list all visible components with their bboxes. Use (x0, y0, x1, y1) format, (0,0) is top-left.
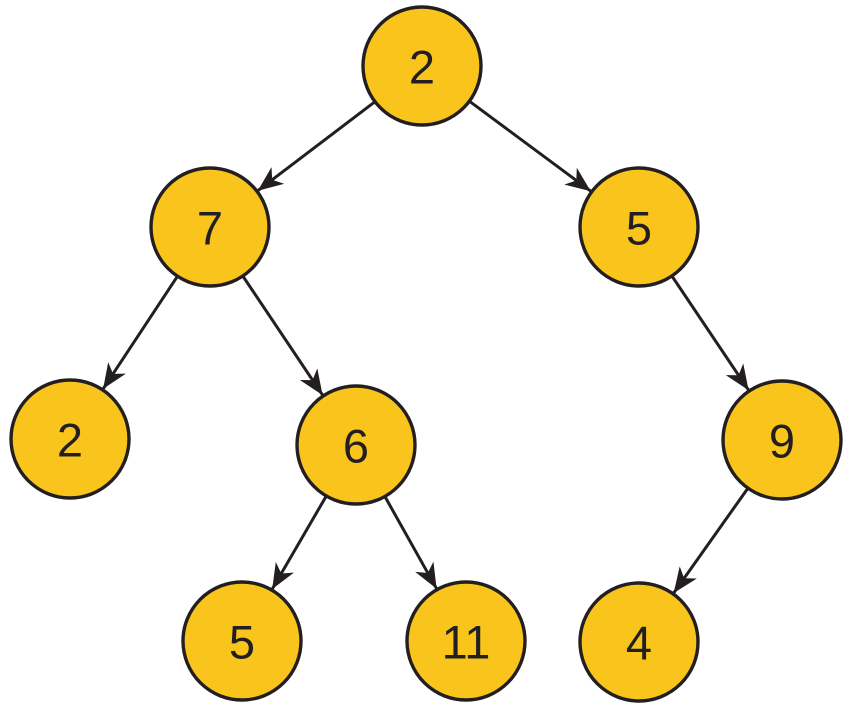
node-label: 2 (409, 41, 435, 94)
tree-node-n4: 4 (578, 581, 700, 703)
node-circle (361, 5, 483, 127)
node-label: 7 (197, 202, 223, 255)
node-circle (295, 384, 417, 506)
node-circle (578, 166, 700, 288)
nodes-layer: 2 7 5 2 6 9 5 11 4 (9, 5, 843, 703)
node-circle (405, 580, 527, 702)
tree-node-n2-leaf: 2 (9, 378, 131, 500)
node-label: 5 (626, 202, 652, 255)
node-label: 4 (626, 617, 652, 670)
node-circle (578, 581, 700, 703)
node-label: 2 (57, 414, 83, 467)
tree-edge-n5-to-n9 (670, 275, 750, 392)
node-circle (721, 379, 843, 501)
tree-node-root: 2 (361, 5, 483, 127)
tree-node-n9: 9 (721, 379, 843, 501)
tree-node-n5: 5 (578, 166, 700, 288)
tree-node-n6: 6 (295, 384, 417, 506)
node-label: 6 (343, 420, 369, 473)
node-circle (181, 580, 303, 702)
tree-edge-n6-to-n5-leaf (270, 495, 328, 590)
tree-edge-root-to-n7 (256, 100, 376, 192)
node-circle (149, 166, 271, 288)
tree-node-n11: 11 (405, 580, 527, 702)
tree-edge-n6-to-n11 (383, 495, 438, 590)
tree-edge-root-to-n5 (468, 99, 592, 193)
node-label: 5 (229, 616, 255, 669)
edges-layer (101, 99, 750, 594)
tree-edge-n7-to-n6 (241, 275, 324, 396)
node-label: 9 (769, 415, 795, 468)
tree-node-n5-leaf: 5 (181, 580, 303, 702)
node-label: 11 (442, 616, 491, 669)
node-circle (9, 378, 131, 500)
tree-node-n7: 7 (149, 166, 271, 288)
tree-edge-n7-to-n2-leaf (101, 275, 179, 390)
tree-edge-n9-to-n4 (672, 487, 750, 594)
